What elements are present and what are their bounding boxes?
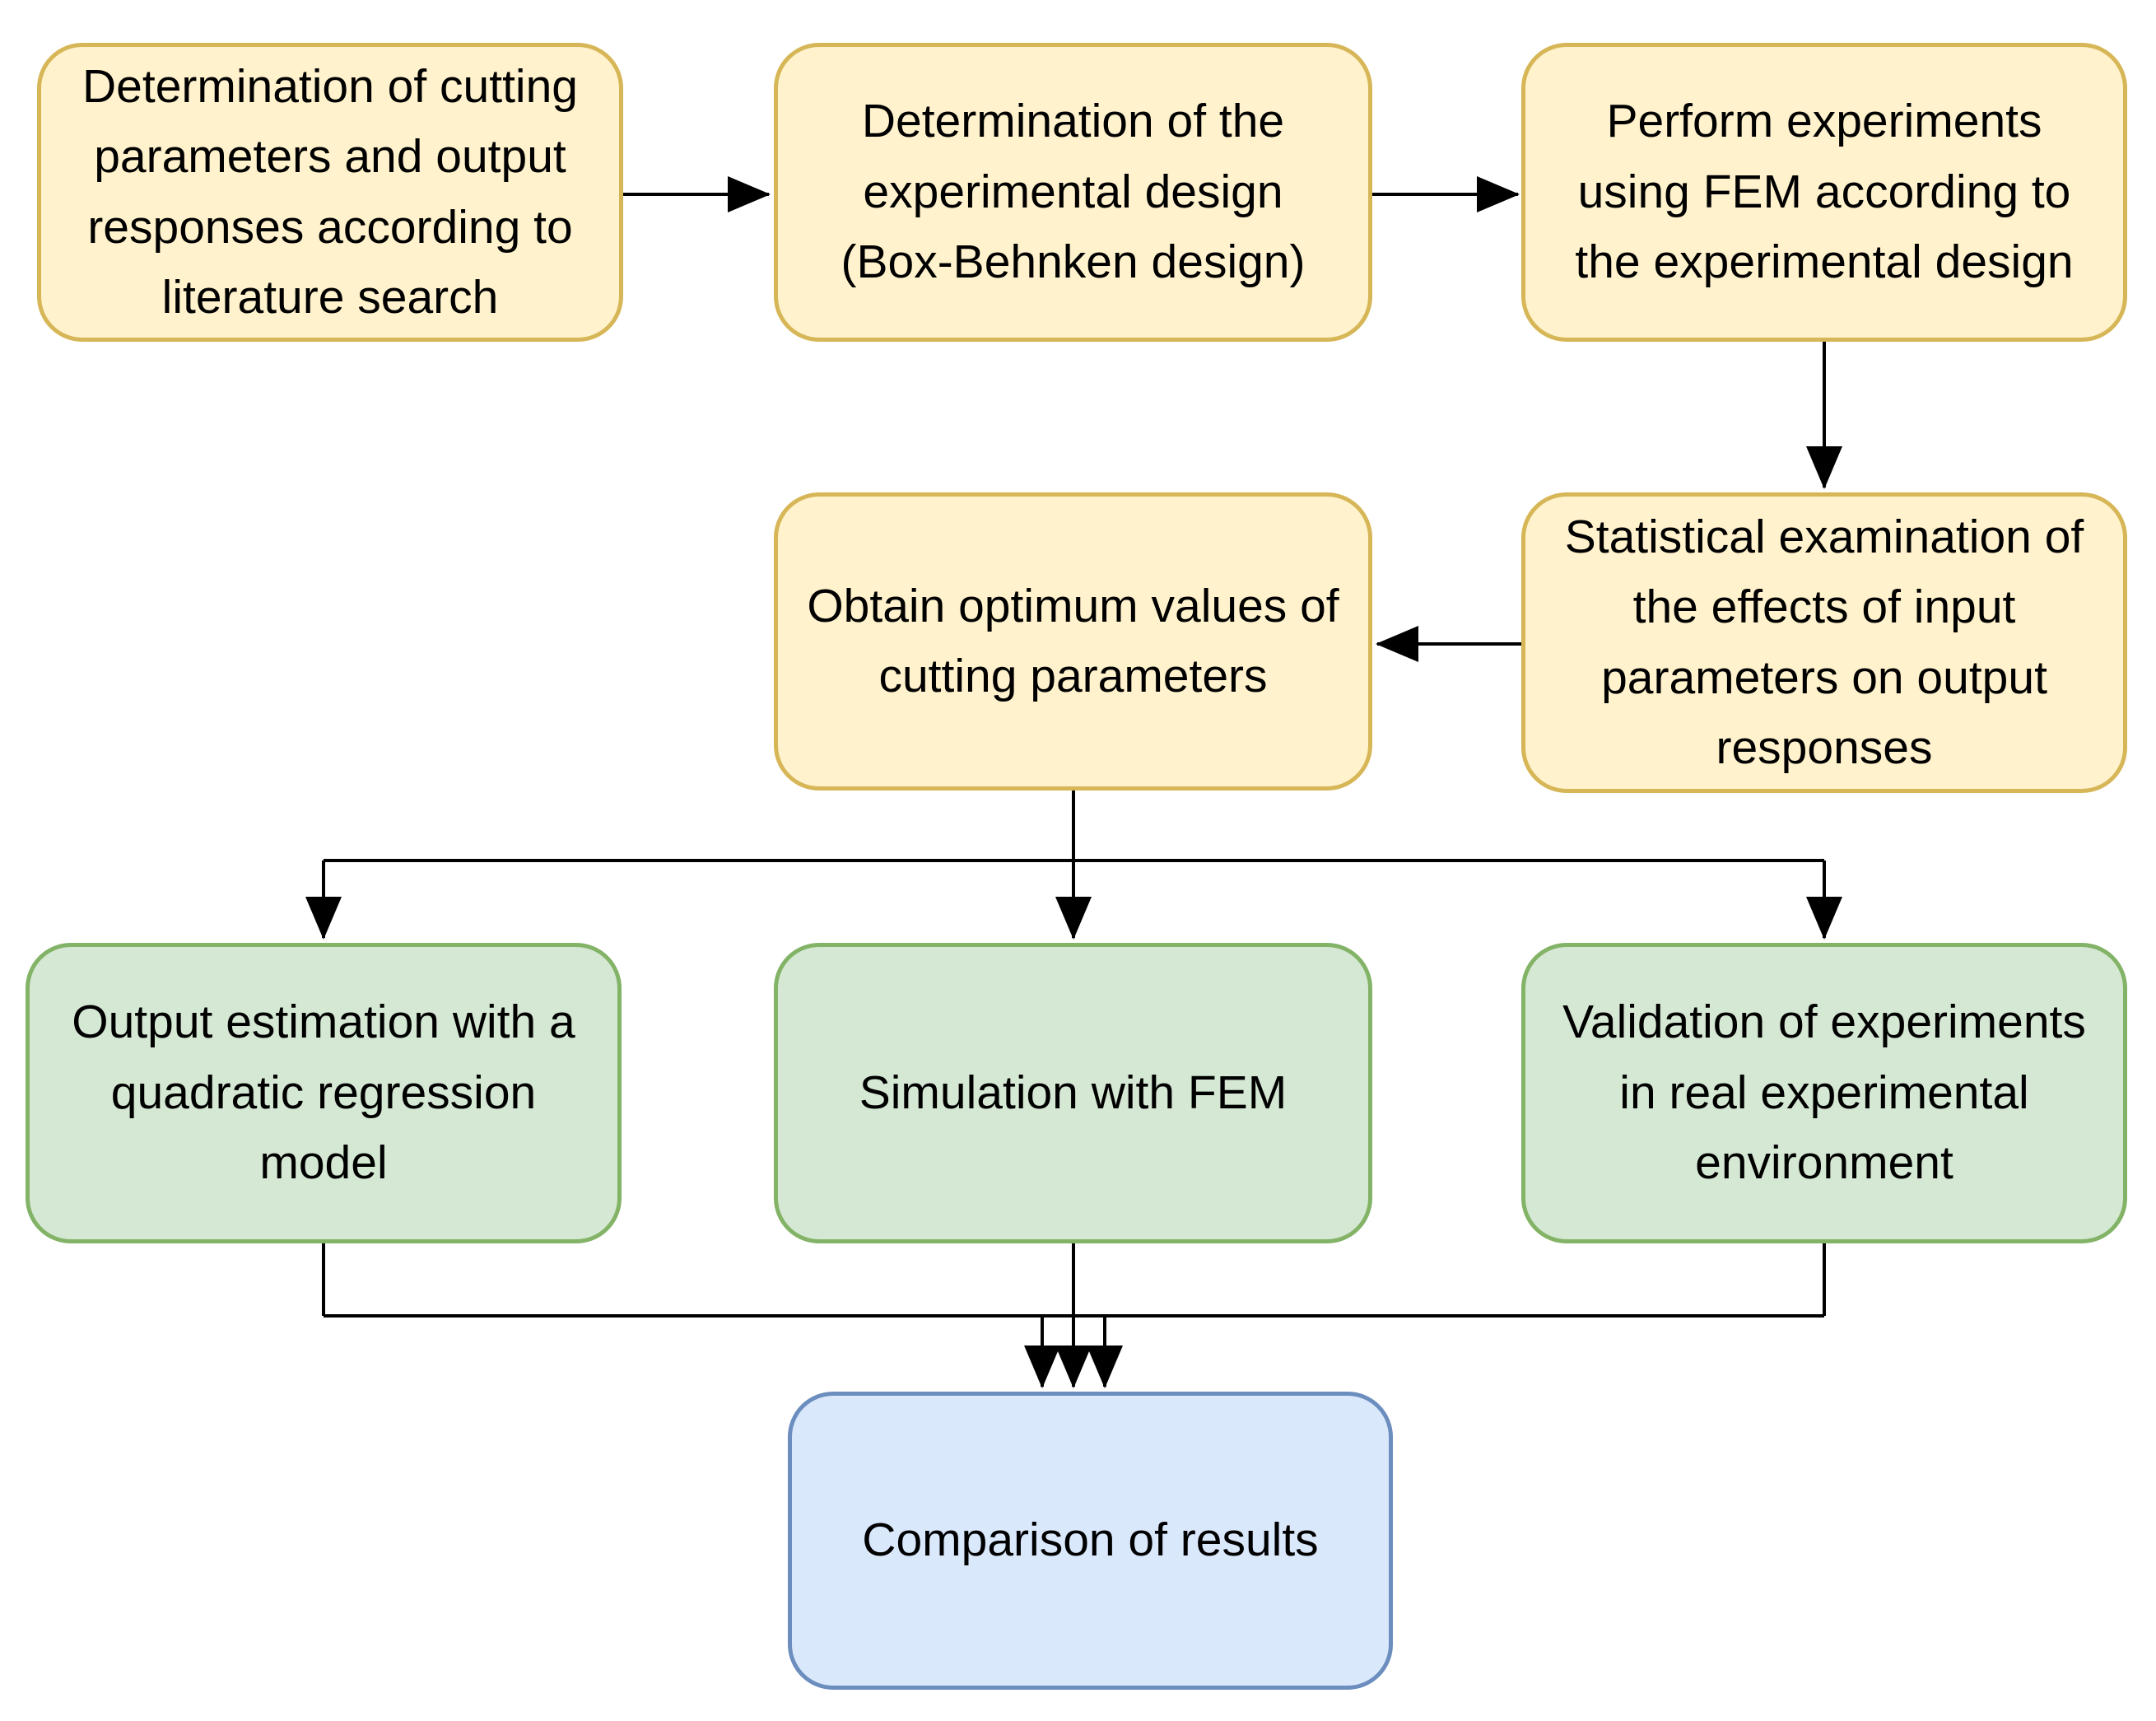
node-experimental-design: Determination of the experimental design…: [774, 43, 1372, 342]
edge-optimum-branch-trunk: [324, 791, 1824, 862]
node-regression-model-label: Output estimation with a quadratic regre…: [72, 996, 575, 1190]
node-comparison-results: Comparison of results: [788, 1392, 1393, 1690]
node-validation-experiments-label: Validation of experiments in real experi…: [1562, 996, 2086, 1190]
node-literature-search-label: Determination of cutting parameters and …: [82, 59, 578, 324]
node-regression-model: Output estimation with a quadratic regre…: [26, 943, 622, 1243]
node-comparison-results-label: Comparison of results: [862, 1513, 1319, 1567]
node-literature-search: Determination of cutting parameters and …: [37, 43, 623, 342]
node-statistical-examination-label: Statistical examination of the effects o…: [1564, 510, 2084, 775]
node-simulation-fem-label: Simulation with FEM: [859, 1066, 1288, 1119]
node-statistical-examination: Statistical examination of the effects o…: [1521, 492, 2127, 793]
node-simulation-fem: Simulation with FEM: [774, 943, 1372, 1243]
node-perform-experiments-fem-label: Perform experiments using FEM according …: [1575, 95, 2074, 289]
node-optimum-values: Obtain optimum values of cutting paramet…: [774, 492, 1372, 791]
node-experimental-design-label: Determination of the experimental design…: [841, 95, 1306, 289]
node-optimum-values-label: Obtain optimum values of cutting paramet…: [807, 579, 1339, 703]
node-perform-experiments-fem: Perform experiments using FEM according …: [1521, 43, 2127, 342]
node-validation-experiments: Validation of experiments in real experi…: [1521, 943, 2127, 1243]
